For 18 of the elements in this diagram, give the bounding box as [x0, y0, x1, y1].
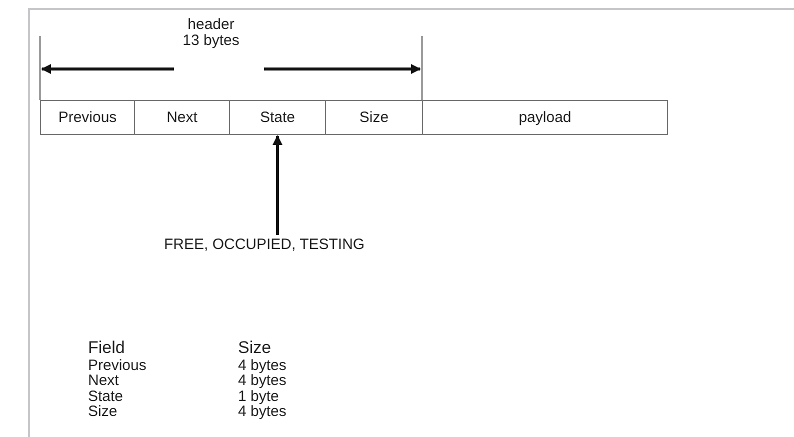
- table-cell: Size: [88, 404, 118, 419]
- state-values-text: FREE, OCCUPIED, TESTING: [164, 236, 365, 253]
- table-cell: 4 bytes: [238, 358, 286, 372]
- table-cell: 4 bytes: [238, 373, 286, 388]
- header-field: Size: [325, 100, 423, 135]
- table-cell: State: [88, 388, 124, 404]
- table-cell: Next: [88, 373, 119, 388]
- dimension-label: header 13 bytes: [182, 17, 240, 49]
- header-field: State: [229, 100, 326, 135]
- header-field: Next: [134, 100, 230, 135]
- arrow: [272, 135, 282, 235]
- table-cell: Previous: [88, 358, 146, 372]
- payload-field: payload: [422, 100, 668, 135]
- table-cell: Field: [88, 340, 125, 355]
- table-cell: 4 bytes: [238, 404, 286, 419]
- header-field: Previous: [40, 100, 135, 135]
- table-cell: 1 byte: [238, 388, 279, 404]
- table-cell: Size: [238, 340, 272, 355]
